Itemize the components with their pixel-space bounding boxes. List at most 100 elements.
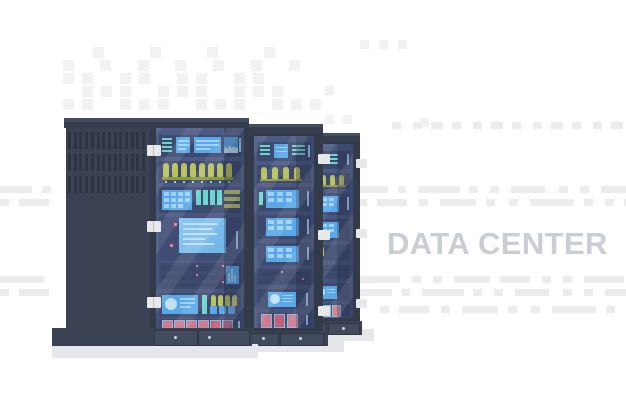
grid-cell — [171, 198, 176, 202]
background-dash — [542, 276, 551, 283]
grid-cell — [268, 192, 274, 196]
grid-cell — [286, 248, 292, 252]
rack-door-handle[interactable] — [147, 145, 161, 156]
grid-cell — [277, 220, 283, 224]
background-pixel — [120, 86, 131, 97]
background-pixel — [63, 73, 74, 84]
background-dash — [398, 186, 406, 193]
background-pixel — [139, 99, 150, 110]
indicator-lamp — [283, 167, 289, 179]
grid-cell — [322, 224, 327, 227]
rack-door-handle[interactable] — [318, 154, 330, 164]
background-pixel — [234, 86, 245, 97]
rack-door-handle[interactable] — [356, 299, 367, 308]
olive-bar — [224, 204, 240, 208]
teal-indicator — [260, 149, 270, 151]
background-dash — [515, 289, 549, 296]
background-pixel — [63, 99, 74, 110]
indicator-lamp — [218, 295, 223, 306]
rack-top-cap-highlight — [300, 133, 360, 136]
background-dash — [601, 186, 626, 193]
teal-indicator — [260, 153, 270, 155]
background-pixel — [289, 60, 300, 71]
background-pixel — [82, 73, 93, 84]
background-pixel — [82, 86, 93, 97]
vent-slot — [130, 132, 134, 149]
vent-slot — [142, 154, 146, 171]
monitor-text-line — [183, 228, 212, 230]
grid-cell — [329, 224, 334, 227]
screen-line — [327, 292, 335, 293]
status-led — [281, 271, 283, 273]
teal-indicator — [292, 149, 305, 151]
vent-slot — [79, 132, 83, 149]
patch-slot — [162, 275, 195, 280]
indicator-lamp — [217, 163, 223, 177]
rack-door-handle[interactable] — [147, 221, 161, 232]
grid-cell — [329, 229, 334, 232]
background-pixel — [120, 73, 131, 84]
rack-top-cap — [300, 133, 360, 141]
monitor-text-line — [183, 238, 205, 240]
screen-line — [196, 140, 219, 142]
rack-base-panel — [280, 333, 324, 346]
background-dash — [486, 199, 495, 206]
indicator-lamp — [339, 175, 344, 185]
background-dash — [611, 122, 623, 129]
vent-slot — [73, 154, 77, 171]
background-dash — [559, 186, 568, 193]
background-pixel — [139, 73, 150, 84]
vent-slot — [85, 132, 89, 149]
lamp-base — [260, 179, 302, 181]
background-pixel — [234, 73, 245, 84]
rack-door-handle[interactable] — [147, 297, 161, 308]
background-pixel — [325, 115, 334, 124]
rack-glass-door — [254, 136, 314, 328]
gauge-icon — [165, 298, 177, 310]
grid-cell — [185, 192, 190, 196]
background-dash — [473, 122, 482, 129]
background-pixel — [234, 99, 245, 110]
patch-slot — [284, 279, 306, 283]
grid-cell — [286, 254, 292, 258]
lamp-led — [210, 181, 212, 183]
background-dash — [0, 276, 44, 283]
vent-slot — [113, 132, 117, 149]
vent-slot — [136, 176, 140, 193]
grid-cell — [268, 254, 274, 258]
vent-slot — [68, 132, 71, 149]
status-led — [196, 274, 198, 276]
teal-indicator — [162, 150, 172, 152]
drive-bay-unit — [210, 320, 221, 328]
background-pixel — [138, 60, 149, 71]
background-dash — [418, 186, 460, 193]
grid-cell — [277, 248, 283, 252]
indicator-lamp — [272, 167, 278, 179]
rack-door-handle[interactable] — [356, 159, 367, 168]
screen-line — [180, 302, 195, 304]
grid-cell — [171, 192, 176, 196]
vent-slot — [113, 154, 117, 171]
vent-slot — [90, 154, 94, 171]
vent-slot — [68, 154, 71, 171]
vent-slot — [136, 154, 140, 171]
rack-door-handle[interactable] — [318, 230, 330, 240]
background-dash — [500, 276, 530, 283]
vent-slot — [90, 132, 94, 149]
module-block — [210, 190, 215, 205]
grid-cell — [164, 192, 169, 196]
grid-cell — [178, 198, 183, 202]
vent-slot — [119, 132, 123, 149]
grid-cell — [286, 226, 292, 230]
background-pixel — [213, 60, 224, 71]
rack-door-handle[interactable] — [356, 229, 367, 238]
status-led — [222, 265, 224, 267]
background-dash — [511, 186, 545, 193]
rack-door-handle[interactable] — [318, 306, 330, 316]
background-dash — [584, 276, 624, 283]
background-dash — [412, 276, 421, 283]
handle-seam — [153, 297, 154, 308]
lamp-led — [174, 181, 176, 183]
background-pixel — [272, 99, 283, 110]
olive-bar — [224, 190, 240, 194]
